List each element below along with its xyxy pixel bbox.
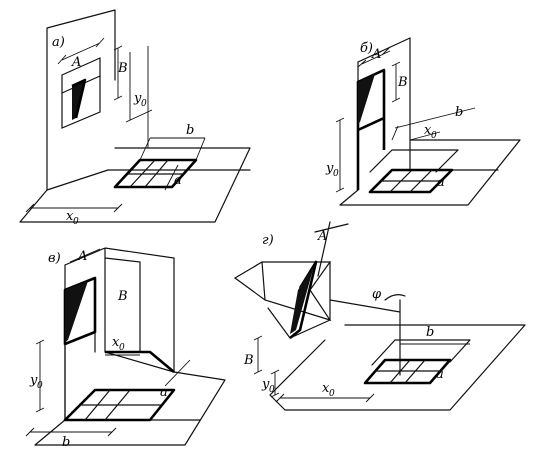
panel-c-A-label: A [77,249,87,264]
panel-b-A-label: A [371,47,381,62]
panel-d-y-label: y [261,377,270,392]
panel-a-wall [46,9,116,191]
panel-c-floor [34,371,226,446]
panel-a-label: а) [52,35,65,50]
panel-c-b-label: b [62,435,70,450]
panel-b-y-label: y [325,161,334,176]
panel-d-a-label: a [436,367,444,382]
panel-a-y-label: y [133,91,142,106]
panel-d-x-sub: 0 [329,389,335,399]
panel-b-x-label: x [424,123,432,138]
panel-a-x-sub: 0 [73,217,79,227]
panel-c-label: в) [48,251,61,266]
panel-a: а) A B y 0 b a x 0 [19,9,251,227]
panel-a-x-label: x [66,209,74,224]
panel-b-label: б) [360,41,373,56]
panel-d-x-label: x [322,381,330,396]
panel-d-A-label: A [317,229,327,244]
panel-a-window [61,57,101,129]
panel-d-phi-label: φ [372,287,382,302]
panel-c-B-label: B [117,289,128,304]
panel-d-label: г) [262,233,274,248]
panel-d-lit-area [290,266,314,334]
panel-d-skylight [233,261,332,322]
panel-c-wall [64,247,175,421]
panel-d: г) A B y 0 x 0 b a φ [233,221,526,411]
panel-d-b-label: b [426,325,434,340]
panel-b: б) A B y 0 x 0 b a [325,37,521,206]
panel-d-y-sub: 0 [269,385,275,395]
panel-b-lit-area [358,74,375,124]
panel-a-B-label: B [117,61,128,76]
panel-b-floor [339,139,521,206]
panel-c-x-sub: 0 [119,343,125,353]
panel-b-b-label: b [455,105,463,120]
panel-d-B-label: B [243,353,254,368]
panel-a-a-label: a [174,173,182,188]
panel-c: в) A B y 0 x 0 a b [25,247,226,450]
panel-c-floor-grid [63,388,176,422]
panel-b-x-sub: 0 [431,131,437,141]
panel-d-floor-grid [363,358,452,385]
panel-c-a-label: a [160,385,168,400]
panel-c-y-label: y [29,373,38,388]
panel-a-y-sub: 0 [141,99,147,109]
panel-b-a-label: a [437,175,445,190]
panel-a-b-label: b [186,123,194,138]
panel-c-lit-area [65,281,88,342]
panel-c-y-sub: 0 [37,381,43,391]
panel-b-y-sub: 0 [333,169,339,179]
panel-a-A-label: A [71,55,81,70]
panel-d-floor [269,324,526,411]
panel-a-floor [19,147,251,223]
panel-b-B-label: B [397,75,408,90]
panel-c-x-label: x [112,335,120,350]
